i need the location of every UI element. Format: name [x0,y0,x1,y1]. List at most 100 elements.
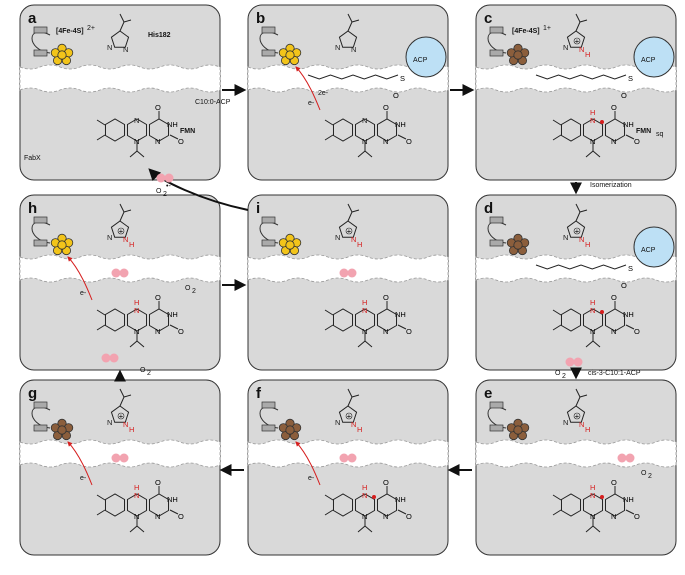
superoxide-sub: 2 [163,191,167,198]
atom-o: O [155,103,161,112]
cluster-atom [513,50,523,60]
carbonyls [614,111,635,140]
o2-molecule-icon [565,357,583,367]
atom-o: O [383,293,389,302]
cluster-label: [4Fe-4S] [56,28,84,35]
o2-molecule-icon [111,268,129,278]
atom-o: O [611,293,617,302]
atom-h: H [129,425,134,434]
plus-charge-icon [345,227,353,235]
atom-n5: N [134,116,139,125]
atom-n: N [590,512,595,521]
fe-s-cluster-icon [506,233,530,256]
cluster-atom [57,50,67,60]
o2-sub: 2 [192,288,196,295]
methyl-groups [324,494,334,516]
atom-n5: N [362,116,367,125]
atom-n: N [134,137,139,146]
flavin-ring [148,308,170,332]
cys-ligand-icon [259,401,279,432]
oxygen-atom [109,353,119,363]
electron-arrow [295,441,321,486]
fe-s-cluster-icon [50,43,74,66]
plus-sign: + [119,411,124,420]
carbonyls [386,111,407,140]
oxygen-atom [347,268,357,278]
atom-n: N [335,43,340,52]
oxygen-atom [156,173,166,183]
acp-circle [633,36,675,78]
atom-h: H [585,240,590,249]
atom-n: N [107,418,112,427]
ligand-block [33,26,48,34]
electron-label: e- [308,100,315,107]
imidazole-ring [566,220,586,238]
ligand-block [33,424,48,432]
atom-h: H [362,483,367,492]
acp-icon: ACP [405,36,447,78]
atom-h: H [357,240,362,249]
atom-n: N [155,137,160,146]
oxygen-atom [119,268,129,278]
flavin-ring [148,118,170,142]
electron-arrow [67,256,93,301]
oxygen-atom [164,173,174,183]
cys-ligand-icon [31,216,51,247]
flavin-ring [332,308,354,332]
oxygen-atom [339,268,349,278]
enzyme-label: FabX [24,155,41,162]
atom-n: N [123,420,128,429]
electron-label: e- [308,475,315,482]
oxygen-atom [111,453,121,463]
ligand-block [261,26,276,34]
ribityl-chain [129,516,145,533]
atom-n: N [155,512,160,521]
oxygen-atom [339,453,349,463]
side-chain [119,388,132,407]
ligand-block [33,216,48,224]
acyl-chain [535,264,627,270]
panel-label: a [28,10,37,27]
atom-n: N [134,512,139,521]
fe-s-cluster-icon [50,418,74,441]
atom-h: H [134,483,139,492]
panel-label: i [256,200,260,217]
carbonyls [158,111,179,140]
atom-h: H [590,108,595,117]
oxygen-atom [119,453,129,463]
methyl-groups [552,494,562,516]
acp-label: ACP [641,57,656,64]
atom-o: O [611,478,617,487]
atom-n: N [155,327,160,336]
side-chain [575,203,588,222]
methyl-groups [96,494,106,516]
cluster-label: [4Fe-4S] [512,28,540,35]
radical-dot-icon [600,310,604,314]
cys-ligand-icon [31,26,51,57]
oxygen-atom [347,453,357,463]
panel-label: c [484,10,492,27]
atom-o: O [634,512,640,521]
plus-sign: + [347,226,352,235]
atom-n: N [362,327,367,336]
atom-s: S [628,264,633,273]
oxygen-atom [617,453,627,463]
fe-s-cluster-icon [278,418,302,441]
o2-molecule-icon [339,453,357,463]
atom-nh: NH [395,120,406,129]
oxygen-atom [573,357,583,367]
side-chain [119,13,132,32]
cys-ligand-icon [31,401,51,432]
imidazole-ring [110,30,130,48]
flavin-ring [376,493,398,517]
atom-o: O [634,327,640,336]
methyl-groups [96,309,106,331]
